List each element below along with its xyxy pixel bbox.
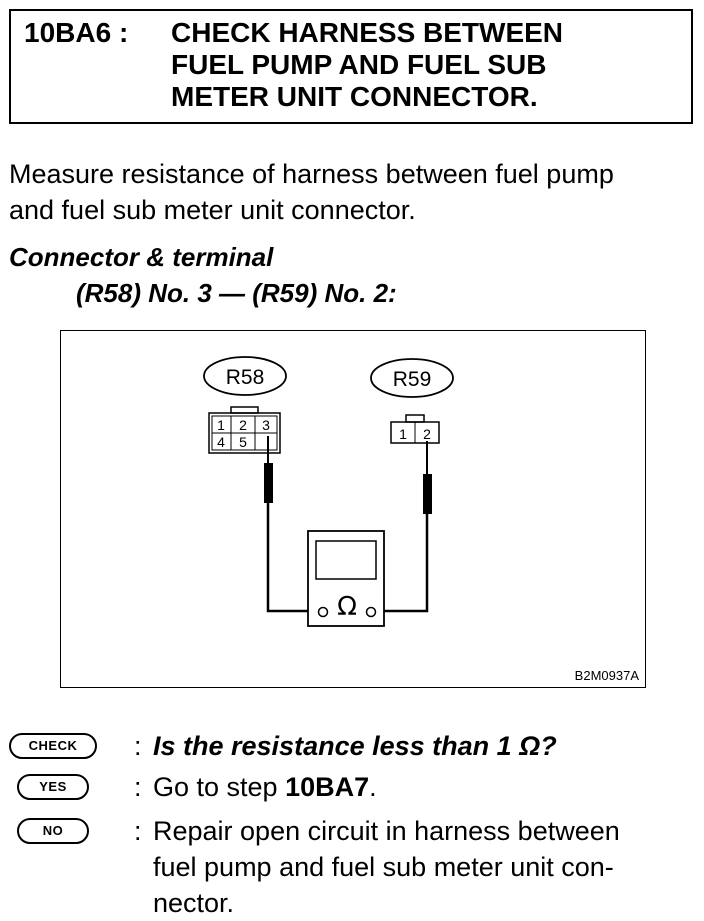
intro-line: and fuel sub meter unit connector. bbox=[9, 195, 416, 225]
step-title-line: FUEL PUMP AND FUEL SUB bbox=[171, 49, 547, 80]
wiring-diagram: R58 R59 1 2 3 4 5 1 2 bbox=[203, 356, 454, 627]
r58-pin-4: 4 bbox=[217, 434, 225, 450]
yes-answer: Go to step 10BA7. bbox=[153, 769, 699, 805]
connector-heading: Connector & terminal bbox=[9, 242, 274, 272]
check-question: Is the resistance less than 1 Ω? bbox=[153, 731, 557, 761]
step-title-line: METER UNIT CONNECTOR. bbox=[171, 81, 538, 112]
yes-step-link[interactable]: 10BA7 bbox=[285, 772, 370, 802]
colon: : bbox=[134, 816, 142, 846]
r58-pin-3: 3 bbox=[262, 417, 270, 433]
colon: : bbox=[134, 772, 142, 802]
r59-label-oval bbox=[370, 358, 454, 398]
ohm-symbol: Ω bbox=[337, 592, 357, 622]
colon: : bbox=[134, 731, 142, 761]
yes-prefix: Go to step bbox=[153, 772, 286, 802]
wiring-figure: R58 R59 1 2 3 4 5 1 2 bbox=[60, 330, 646, 688]
ohmmeter-icon: Ω bbox=[307, 530, 385, 627]
no-answer-line: nector. bbox=[153, 888, 235, 918]
no-answer: Repair open circuit in harness between f… bbox=[153, 813, 699, 921]
probe-a-icon bbox=[264, 436, 310, 613]
check-row: CHECK : Is the resistance less than 1 Ω? bbox=[9, 728, 699, 764]
no-badge: NO bbox=[17, 818, 89, 844]
r58-label: R58 bbox=[226, 366, 265, 389]
step-title: CHECK HARNESS BETWEEN FUEL PUMP AND FUEL… bbox=[171, 17, 563, 113]
yes-row: YES : Go to step 10BA7. bbox=[9, 769, 699, 805]
r59-pin-1: 1 bbox=[399, 426, 407, 442]
r59-pin-2: 2 bbox=[423, 426, 431, 442]
step-title-line: CHECK HARNESS BETWEEN bbox=[171, 17, 564, 48]
check-badge: CHECK bbox=[9, 733, 97, 759]
r58-connector-icon: 1 2 3 4 5 bbox=[208, 406, 281, 454]
step-id: 10BA6 : bbox=[24, 17, 129, 48]
r59-label: R59 bbox=[393, 368, 432, 391]
intro-line: Measure resistance of harness between fu… bbox=[9, 159, 614, 189]
figure-code: B2M0937A bbox=[574, 668, 639, 683]
r58-pin-5: 5 bbox=[239, 434, 247, 450]
probe-b-icon bbox=[381, 441, 432, 613]
yes-suffix: . bbox=[369, 772, 377, 802]
r58-pin-2: 2 bbox=[239, 417, 247, 433]
connector-spec: (R58) No. 3 — (R59) No. 2: bbox=[76, 278, 397, 308]
step-header: 10BA6 : CHECK HARNESS BETWEEN FUEL PUMP … bbox=[9, 9, 693, 124]
intro-paragraph: Measure resistance of harness between fu… bbox=[9, 156, 699, 228]
r58-pin-1: 1 bbox=[217, 417, 225, 433]
no-answer-line: Repair open circuit in harness between bbox=[153, 816, 620, 846]
no-row: NO : Repair open circuit in harness betw… bbox=[9, 813, 699, 918]
no-answer-line: fuel pump and fuel sub meter unit con- bbox=[153, 852, 614, 882]
yes-badge: YES bbox=[17, 774, 89, 800]
r59-connector-icon: 1 2 bbox=[390, 414, 440, 444]
r58-label-oval bbox=[203, 356, 287, 396]
